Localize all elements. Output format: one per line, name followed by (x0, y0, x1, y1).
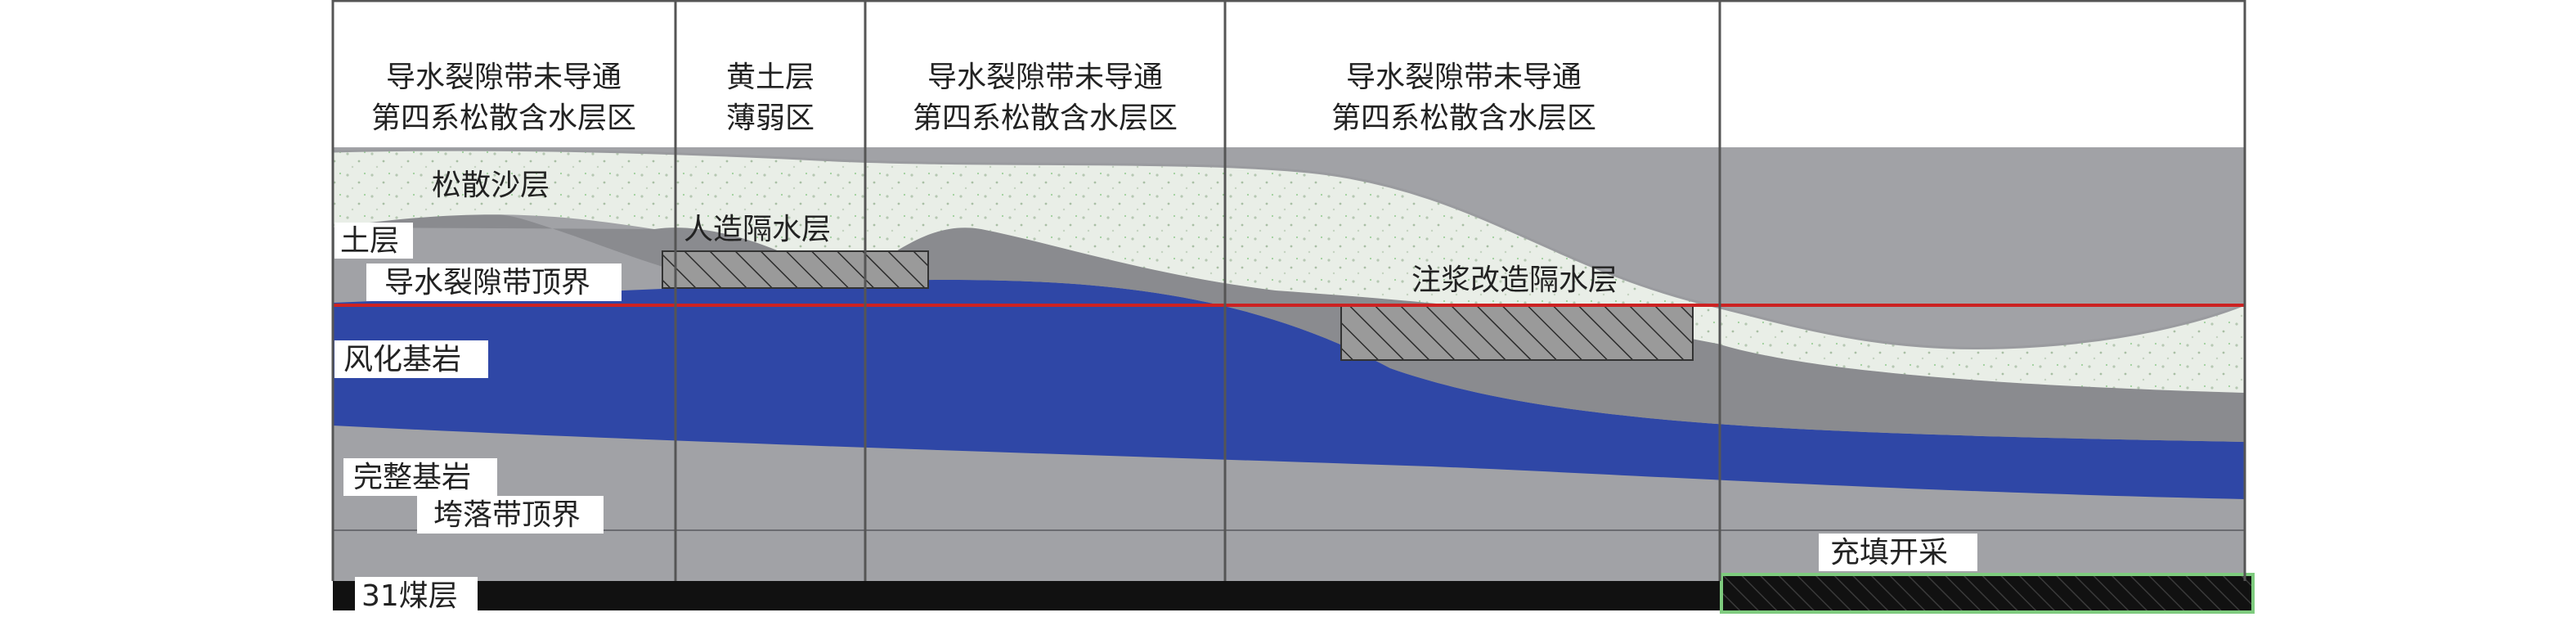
backfill-mining-area (1720, 573, 2255, 614)
zone-3-title-line2: 第四系松散含水层区 (913, 101, 1178, 135)
label-intact-bedrock: 完整基岩 (353, 461, 471, 494)
zone-1-title-line2: 第四系松散含水层区 (371, 101, 636, 135)
label-caving-top: 垮落带顶界 (433, 498, 581, 532)
zone-2-title-line1: 黄土层 (726, 61, 815, 94)
zone-4-title-line1: 导水裂隙带未导通 (1346, 61, 1582, 94)
zone-4-title-line2: 第四系松散含水层区 (1331, 101, 1596, 135)
label-grouting-aquiclude: 注浆改造隔水层 (1411, 263, 1618, 297)
zone-3-title-line1: 导水裂隙带未导通 (927, 61, 1163, 94)
label-soil: 土层 (340, 224, 399, 258)
label-fracture-top: 导水裂隙带顶界 (384, 266, 590, 299)
sand-top-boundary (332, 148, 2246, 350)
label-weathered-bedrock: 风化基岩 (343, 343, 461, 376)
grouting-aquiclude-block (1340, 304, 1694, 361)
label-box-backfill-mining (1819, 534, 1977, 571)
label-backfill-mining: 充填开采 (1830, 536, 1948, 570)
weathered-bedrock-layer (333, 279, 2245, 499)
label-loose-sand: 松散沙层 (432, 169, 550, 202)
loose-sand-layer (333, 150, 2245, 393)
label-box-intact-bedrock (343, 458, 497, 496)
zone-1-title-line1: 导水裂隙带未导通 (386, 61, 622, 94)
zone-2-title-line2: 薄弱区 (726, 101, 815, 135)
label-artificial-aquiclude: 人造隔水层 (684, 213, 831, 246)
artificial-aquiclude-block (662, 250, 929, 289)
label-box-fracture-top (366, 263, 622, 301)
label-box-coal-seam (355, 577, 478, 615)
label-coal-seam: 31煤层 (361, 579, 458, 613)
label-box-weathered-bedrock (334, 340, 488, 378)
label-box-soil (334, 223, 413, 259)
label-box-caving-top (417, 496, 604, 534)
